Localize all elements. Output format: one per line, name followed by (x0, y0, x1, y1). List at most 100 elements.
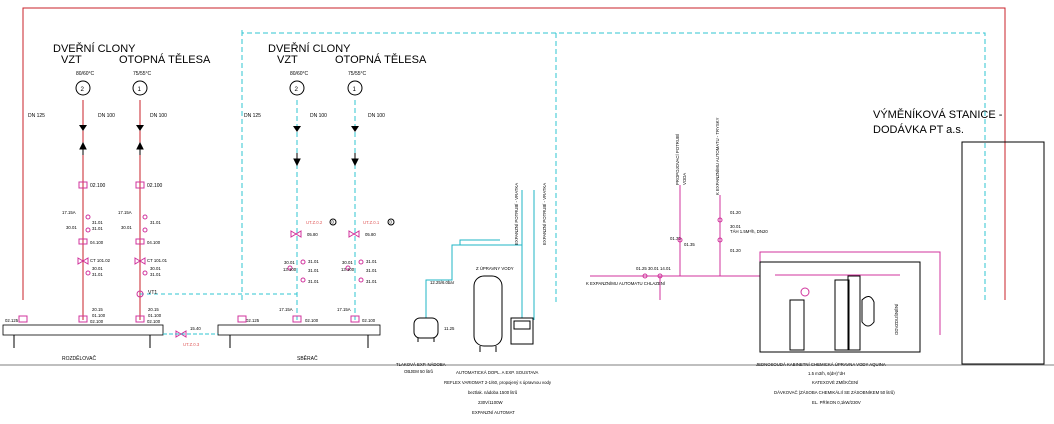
left-tag-a1: 17.15A (62, 210, 76, 215)
collector-header (217, 324, 381, 336)
treat-tag-right-a: 01.20 (730, 210, 741, 215)
left-valve-cluster-b (134, 214, 148, 276)
pressure-vessel (413, 317, 439, 339)
left-temp-b: 75/55°C (133, 71, 152, 77)
exchanger-station (961, 141, 1045, 365)
mark-a-bubble (329, 218, 337, 226)
distributor-label: ROZDĚLOVAČ (62, 354, 96, 362)
expansion-automat (510, 317, 534, 345)
right-label-radiators: OTOPNÁ TĚLESA (335, 53, 427, 66)
right-ut-a: UT.Z.0.2 (306, 220, 323, 225)
treat-tag-right-b: 30.01 (730, 224, 741, 229)
bot-fitting-icon (292, 315, 302, 323)
left-tag-a5: 04.100 (90, 240, 104, 245)
left-pump-a: 02.100 (90, 183, 106, 189)
left-dist-tag: 02.125 (5, 318, 19, 323)
right-mark-a: 0 (332, 220, 335, 225)
right-mark-b: 0 (390, 220, 393, 225)
right-tag-b2: 31.01 (366, 259, 377, 264)
treat-tag-vert: 01.35 (670, 236, 681, 241)
left-label-curtains: DVEŘNÍ CLONY (53, 42, 136, 55)
right-valve-a-icon (290, 230, 302, 238)
treat-tag-c: 01.35 (684, 242, 695, 247)
right-circuit-b: 1 (353, 86, 357, 93)
unit-doser: DÁVKOVAČ (ZÁSOBA CHEMIKÁLIÍ SE ZÁSOBNÍKE… (774, 390, 895, 395)
right-tag-a2: 31.01 (308, 259, 319, 264)
right-temp-a: 80/60°C (290, 71, 309, 77)
right-valve-b: 05.80 (365, 232, 376, 237)
vt1-valve-icon (136, 290, 144, 298)
right-valve-cluster-b (345, 259, 364, 283)
unit-ex: KATEXOVÉ ZMĚKČENÍ (812, 380, 859, 385)
right-tag-a3: 13.100 (283, 267, 297, 272)
treatment-pipe-main (590, 251, 941, 335)
right-valve-b-icon (348, 230, 360, 238)
right-circuit-b-bubble (347, 80, 363, 96)
auto-tank: beztlak. nádoba 1500 litrů (468, 390, 518, 395)
flow-arrow-down-icon (351, 153, 359, 167)
right-dn-a: DN 100 (310, 113, 327, 119)
right-label-vzt: VZT (277, 54, 298, 66)
link-valve-icon (175, 330, 187, 338)
station-title-2: DODÁVKA PT a.s. (873, 123, 964, 136)
left-label-vzt: VZT (61, 54, 82, 66)
flow-arrow-up-icon (79, 141, 87, 155)
valve-left-a-icon (78, 238, 88, 245)
left-dn-a: DN 100 (98, 113, 115, 119)
expansion-automat-screen (513, 320, 531, 330)
left-tag-b4: 04.100 (147, 240, 161, 245)
left-circuit-b-bubble (132, 80, 148, 96)
right-tag-a1: 30.01 (284, 260, 295, 265)
treatment-column-c (847, 275, 861, 351)
treatment-pump-icon (800, 287, 810, 297)
bot-fitting-icon (78, 315, 88, 323)
treat-vert-1: PROPOJOVACÍ POTRUBÍ (675, 133, 680, 185)
left-tag-b2: 30.01 (121, 225, 132, 230)
left-circuit-b: 1 (138, 86, 142, 93)
right-bot-b1: 17.15A (337, 307, 351, 312)
collector-label: SBĚRAČ (297, 354, 318, 362)
right-bot-a1: 17.15A (279, 307, 293, 312)
exp-return-b: EXPANZNÍ POTRUBÍ - VRATKA (542, 183, 547, 245)
check-valve-icon (79, 125, 87, 131)
pump-left-b-icon (135, 181, 145, 189)
left-temp-a: 80/60°C (76, 71, 95, 77)
right-tag-a5: 31.01 (308, 279, 319, 284)
treat-cooling: K EXPANZNÍMU AUTOMATU CHLAZENÍ (586, 281, 666, 286)
right-bot-a2: 02.125 (246, 318, 260, 323)
treatment-cabinet-frame (759, 261, 921, 353)
left-tag-a7: 30.01 (92, 266, 103, 271)
unit-title: JEDNOSOUDÁ KABINETNÍ CHEMICKÁ ÚPRAVNA VO… (756, 362, 886, 367)
pressure-vessel-legs (417, 338, 435, 342)
dist-fitting-icon (18, 315, 28, 323)
expansion-pipe-a (425, 244, 523, 320)
valve-left-b-icon (135, 238, 145, 245)
left-bot-b1: 20.15 (148, 307, 159, 312)
exp-from-treatment: Z ÚPRAVNY VODY (476, 266, 514, 271)
distributor-header (2, 324, 164, 336)
left-label-radiators: OTOPNÁ TĚLESA (119, 53, 211, 66)
left-bot-a3: 02.100 (90, 319, 104, 324)
left-tag-a4: 31.01 (92, 226, 103, 231)
treat-tag-a: 30.01 (648, 266, 659, 271)
left-tag-b1: 17.15A (118, 210, 132, 215)
vessel-title: TLAKOVÁ EXP. NÁDOBA (396, 362, 446, 367)
bot-fitting-icon (350, 315, 360, 323)
left-tag-a8: 31.01 (92, 272, 103, 277)
left-valve-cluster-a (77, 214, 91, 276)
treatment-tank-icon (861, 296, 875, 327)
treat-tag-flow: TÁH 1.5M³/h, DN20 (730, 229, 768, 234)
right-circuit-a: 2 (295, 86, 299, 93)
right-tag-b3: 13.100 (341, 267, 355, 272)
auto-model: REFLEX VARIOMAT 2-1/60, propojený s úpra… (444, 380, 552, 385)
right-tag-a4: 31.01 (308, 268, 319, 273)
right-circuit-a-bubble (289, 80, 305, 96)
treat-drain: ODVZDUŠNĚNÍ (894, 303, 899, 335)
right-dn-main: DN 125 (244, 113, 261, 119)
right-tag-b4: 31.01 (366, 268, 377, 273)
mark-b-bubble (387, 218, 395, 226)
right-label-curtains: DVEŘNÍ CLONY (268, 42, 351, 55)
left-circuit-a-bubble (75, 80, 91, 96)
treat-tag-right-c: 01.20 (730, 248, 741, 253)
expansion-tank-legs (479, 346, 497, 352)
